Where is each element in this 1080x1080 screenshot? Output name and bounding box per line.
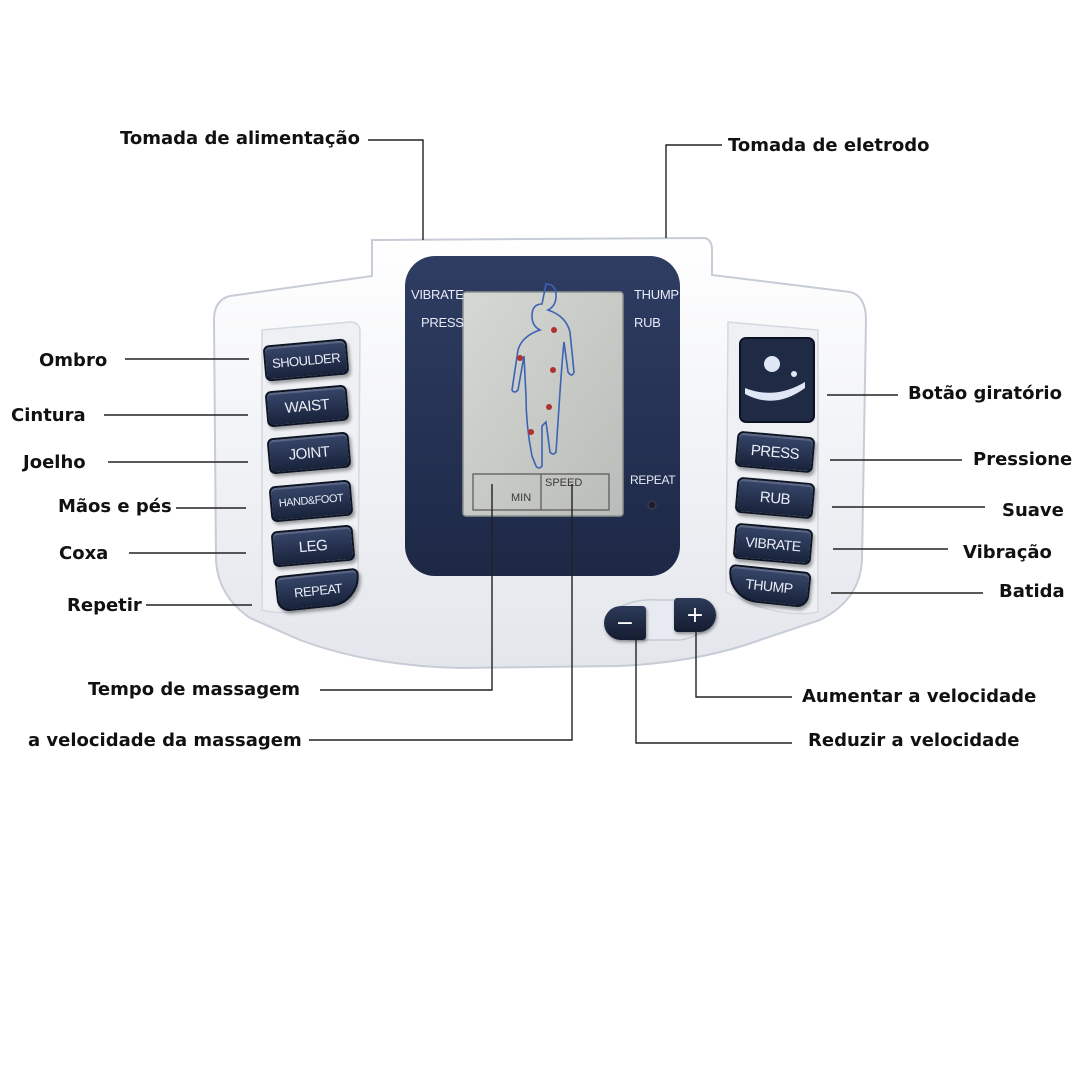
callout-rotary-button: Botão giratório xyxy=(908,383,1062,404)
lcd-min-label: MIN xyxy=(511,492,532,504)
callout-power-socket: Tomada de alimentação xyxy=(120,128,361,149)
lcd-speed-label: SPEED xyxy=(545,477,583,489)
shoulder-button[interactable]: SHOULDER xyxy=(262,338,350,382)
panel-label-press: PRESS xyxy=(421,315,464,330)
callout-vibration: Vibração xyxy=(963,542,1052,563)
leg-button[interactable]: LEG xyxy=(270,524,356,568)
waist-button[interactable]: WAIST xyxy=(264,384,350,428)
callout-waist: Cintura xyxy=(11,405,86,426)
callout-press: Pressione xyxy=(973,449,1073,470)
callout-knee: Joelho xyxy=(23,452,86,473)
callout-thigh: Coxa xyxy=(59,543,109,564)
panel-label-rub: RUB xyxy=(634,315,661,330)
callout-massage-time: Tempo de massagem xyxy=(88,679,301,700)
increase-speed-button[interactable]: + xyxy=(674,598,716,632)
decrease-speed-button[interactable]: − xyxy=(604,606,646,640)
rub-button[interactable]: RUB xyxy=(734,476,816,520)
callout-repeat: Repetir xyxy=(67,595,142,616)
callout-gentle: Suave xyxy=(1002,500,1064,521)
panel-label-vibrate: VIBRATE xyxy=(411,287,464,302)
vibrate-button[interactable]: VIBRATE xyxy=(732,522,814,566)
joint-button[interactable]: JOINT xyxy=(266,431,352,475)
callout-beat: Batida xyxy=(999,581,1065,602)
callout-increase-speed: Aumentar a velocidade xyxy=(802,686,1037,707)
rotary-button xyxy=(739,337,815,423)
panel-label-repeat: REPEAT xyxy=(630,473,676,487)
press-button[interactable]: PRESS xyxy=(734,430,816,474)
callout-electrode-socket: Tomada de eletrodo xyxy=(728,135,930,156)
callout-hands-feet: Mãos e pés xyxy=(58,496,172,517)
panel-label-thump: THUMP xyxy=(634,287,679,302)
callout-decrease-speed: Reduzir a velocidade xyxy=(808,730,1020,751)
callout-massage-speed: a velocidade da massagem xyxy=(28,730,302,751)
lcd-screen xyxy=(462,291,624,517)
body-figure-icon xyxy=(511,283,575,469)
hand-foot-button[interactable]: HAND&FOOT xyxy=(268,479,354,523)
callout-shoulder: Ombro xyxy=(39,350,108,371)
